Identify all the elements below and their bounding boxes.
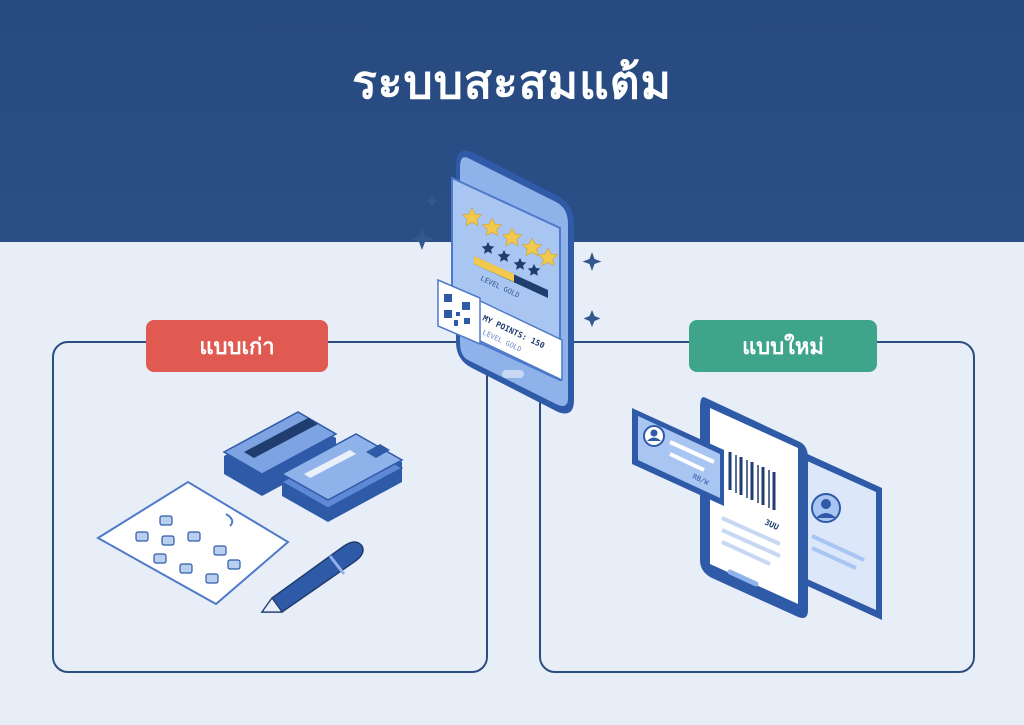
page-title: ระบบสะสมแต้ม [352,55,672,109]
star-icon [461,207,559,267]
credit-card-icon [222,411,404,522]
old-method-panel [52,341,488,673]
sparkle-icon [411,194,602,327]
avatar-icon [643,425,665,447]
star-icon [481,242,541,276]
avatar-icon [811,493,841,523]
qr-code-icon [437,278,481,346]
phone-illustration: LEVEL GOLD MY POINTS: 150 LEVEL GOLD [411,150,602,414]
new-method-badge: แบบใหม่ [689,320,877,372]
pen-icon [260,541,364,613]
barcode-icon [728,452,776,510]
new-devices-illustration: 3UU RB/W [632,397,882,620]
stamp-card-icon [96,480,290,606]
old-method-badge: แบบเก่า [146,320,328,372]
